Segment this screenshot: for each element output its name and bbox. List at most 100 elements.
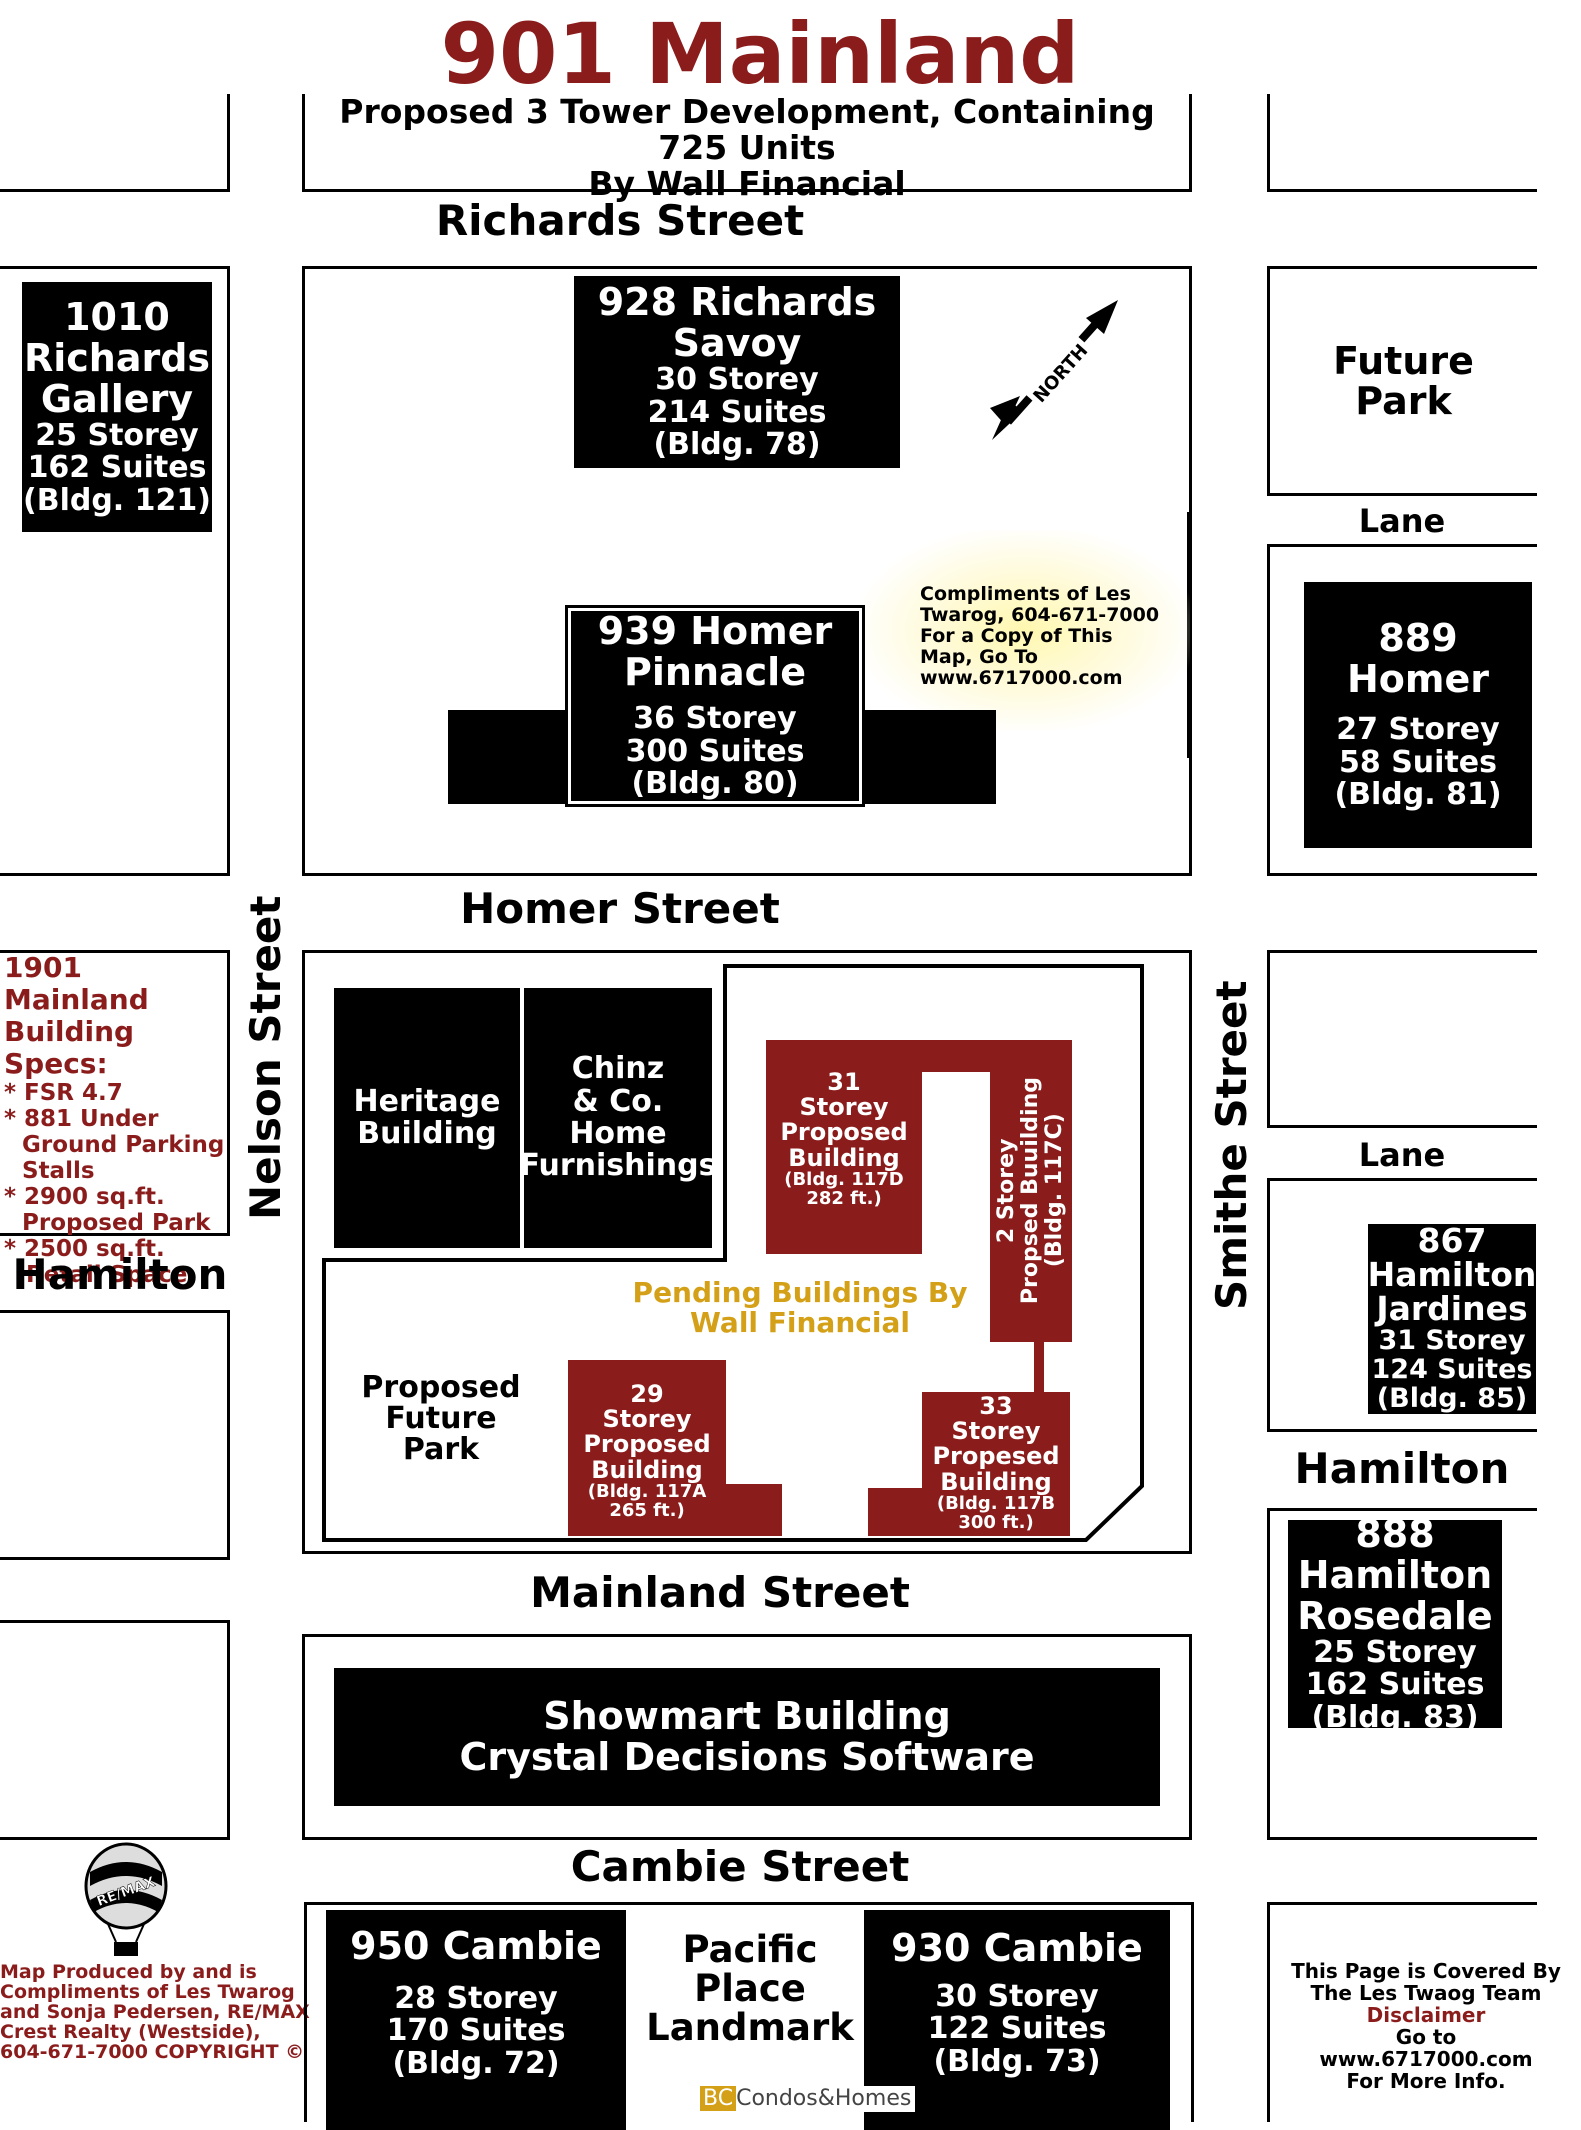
credit-line4: Crest Realty (Westside),	[0, 2021, 261, 2043]
b117d-line5: (Bldg. 117D	[784, 1168, 904, 1190]
pacific-line3: Landmark	[646, 2006, 854, 2049]
block-row2-right-upper	[1267, 950, 1537, 1128]
building-chinz-co[interactable]: Chinz & Co. Home Furnishings	[520, 988, 717, 1248]
building-117d[interactable]: 31 Storey Proposed Building (Bldg. 117D …	[766, 1040, 922, 1254]
building-950-cambie[interactable]: 950 Cambie 28 Storey 170 Suites (Bldg. 7…	[326, 1910, 626, 2130]
b117a-line2: Storey	[602, 1405, 692, 1434]
cambie950-line1: 950 Cambie	[350, 1924, 602, 1968]
rosedale-line1: 888	[1355, 1511, 1435, 1556]
pinnacle-line5: (Bldg. 80)	[631, 766, 799, 802]
block-disclaimer	[1267, 1902, 1537, 2122]
rosedale-line4: 25 Storey	[1313, 1634, 1477, 1670]
gallery-line1: 1010	[64, 294, 170, 339]
block-row2-right-lower	[1267, 1178, 1537, 1432]
gallery-line6: (Bldg. 121)	[23, 482, 211, 518]
b117c-line2: Propsed Buuilding	[1018, 1077, 1043, 1305]
building-117c[interactable]: 2 Storey Propsed Buuilding (Bldg. 117C)	[990, 1040, 1072, 1342]
building-939-homer-pinnacle[interactable]: 939 Homer Pinnacle 36 Storey 300 Suites …	[565, 605, 865, 807]
lane-label-top: Lane	[1358, 502, 1446, 540]
showmart-line1: Showmart Building	[543, 1693, 951, 1738]
development-lot-outline	[322, 964, 1144, 1542]
block-specs	[0, 950, 230, 1236]
gallery-line4: 25 Storey	[35, 417, 199, 453]
building-1010-richards-gallery[interactable]: 1010 Richards Gallery 25 Storey 162 Suit…	[22, 282, 212, 532]
building-showmart[interactable]: Showmart Building Crystal Decisions Soft…	[334, 1668, 1160, 1806]
b117d-line1: 31	[827, 1068, 861, 1096]
b117d-line3: Proposed	[780, 1118, 908, 1147]
compliments-link[interactable]: www.6717000.com	[920, 667, 1123, 689]
block-row4-main	[304, 1902, 1194, 2122]
jardines-line4: 31 Storey	[1378, 1325, 1526, 1356]
compliments-line3: For a Copy of This	[920, 625, 1113, 647]
homer889-line4: (Bldg. 81)	[1334, 777, 1502, 813]
building-specs: 1901 Mainland Building Specs: * FSR 4.7 …	[4, 951, 228, 1289]
disclaimer-link[interactable]: Disclaimer	[1366, 2003, 1486, 2027]
compliments-line4: Map, Go To	[920, 646, 1038, 668]
building-117a[interactable]: 29 Storey Proposed Building (Bldg. 117A …	[568, 1360, 726, 1536]
header-subtitle-line2: By Wall Financial	[588, 164, 906, 203]
block-row2-left-lower	[0, 1310, 230, 1560]
compliments-line1: Compliments of Les	[920, 583, 1131, 605]
pacific-line1: Pacific	[682, 1928, 818, 1971]
watermark-rest: Condos&Homes	[736, 2086, 912, 2111]
building-867-hamilton-jardines[interactable]: 867 Hamilton Jardines 31 Storey 124 Suit…	[1368, 1224, 1536, 1414]
jardines-line1: 867	[1417, 1224, 1487, 1260]
disclaimer-line6: For More Info.	[1346, 2069, 1506, 2093]
proposed-park-line2: Future	[385, 1401, 497, 1436]
chinz-line1: Chinz	[571, 1051, 665, 1087]
rosedale-line6: (Bldg. 83)	[1311, 1699, 1479, 1735]
pacific-line2: Place	[694, 1967, 806, 2010]
specs-title2: Building Specs:	[4, 1015, 135, 1080]
cambie930-line3: 122 Suites	[927, 2011, 1107, 2047]
watermark-bc: BC	[700, 2086, 737, 2111]
pinnacle-line3: 36 Storey	[633, 701, 797, 737]
building-888-hamilton-rosedale[interactable]: 888 Hamilton Rosedale 25 Storey 162 Suit…	[1288, 1513, 1502, 1734]
building-heritage[interactable]: Heritage Building	[334, 988, 520, 1248]
pinnacle-line1: 939 Homer	[597, 609, 833, 654]
pending-line2: Wall Financial	[690, 1306, 910, 1339]
b117d-line2: Storey	[799, 1093, 889, 1122]
building-928-richards-savoy[interactable]: 928 Richards Savoy 30 Storey 214 Suites …	[574, 276, 900, 468]
street-label-cambie: Cambie Street	[570, 1842, 910, 1891]
jardines-line3: Jardines	[1376, 1289, 1528, 1328]
cambie930-line2: 30 Storey	[935, 1979, 1099, 2015]
b117a-line1: 29	[630, 1380, 664, 1408]
homer889-line2: 27 Storey	[1336, 712, 1500, 748]
cambie950-line4: (Bldg. 72)	[392, 2045, 560, 2081]
building-117b[interactable]: 33 Storey Propesed Building (Bldg. 117B …	[922, 1392, 1070, 1536]
header-box: Proposed 3 Tower Development, Containing…	[302, 94, 1192, 202]
chinz-line4: Furnishings	[519, 1148, 717, 1184]
rosedale-line2: Hamilton	[1297, 1552, 1493, 1597]
b117b-line6: 300 ft.)	[958, 1511, 1034, 1533]
specs-title1: 1901 Mainland	[4, 951, 149, 1016]
street-label-nelson: Nelson Street	[241, 895, 290, 1221]
street-label-hamilton-left: Hamilton	[12, 1250, 228, 1299]
homer889-line1: 889 Homer	[1346, 616, 1490, 702]
building-889-homer[interactable]: 889 Homer 27 Storey 58 Suites (Bldg. 81)	[1304, 582, 1532, 848]
block-row3-left	[0, 1620, 230, 1840]
gallery-line2: Richards	[23, 335, 211, 380]
pinnacle-podium-right	[856, 710, 996, 804]
jardines-line5: 124 Suites	[1371, 1354, 1533, 1385]
savoy-line4: 214 Suites	[647, 394, 827, 430]
disclaimer-line2: The Les Twaog Team	[1310, 1981, 1542, 2005]
credit-line3: and Sonja Pedersen, RE/MAX	[0, 2001, 310, 2023]
street-label-homer: Homer Street	[460, 884, 780, 933]
pacific-place-landmark: Pacific Place Landmark	[640, 1930, 860, 2047]
disclaimer-line1: This Page is Covered By	[1291, 1959, 1561, 1983]
compliments-note: Compliments of Les Twarog, 604-671-7000 …	[920, 584, 1180, 689]
gallery-line3: Gallery	[40, 376, 194, 421]
heritage-line2: Building	[357, 1116, 497, 1151]
disclaimer-line4: Go to	[1395, 2025, 1457, 2049]
savoy-line5: (Bldg. 78)	[653, 427, 821, 463]
future-park-line1: Future	[1333, 339, 1474, 383]
street-label-mainland: Mainland Street	[530, 1568, 910, 1617]
disclaimer-url[interactable]: www.6717000.com	[1319, 2047, 1533, 2071]
credit-line5: 604-671-7000 COPYRIGHT ©	[0, 2041, 305, 2063]
disclaimer-note: This Page is Covered By The Les Twaog Te…	[1276, 1960, 1576, 2092]
b117a-line5: (Bldg. 117A	[587, 1480, 707, 1502]
b117b-line5: (Bldg. 117B	[936, 1492, 1056, 1514]
credit-line2: Compliments of Les Twarog	[0, 1981, 295, 2003]
b117b-line4: Building	[940, 1467, 1052, 1496]
